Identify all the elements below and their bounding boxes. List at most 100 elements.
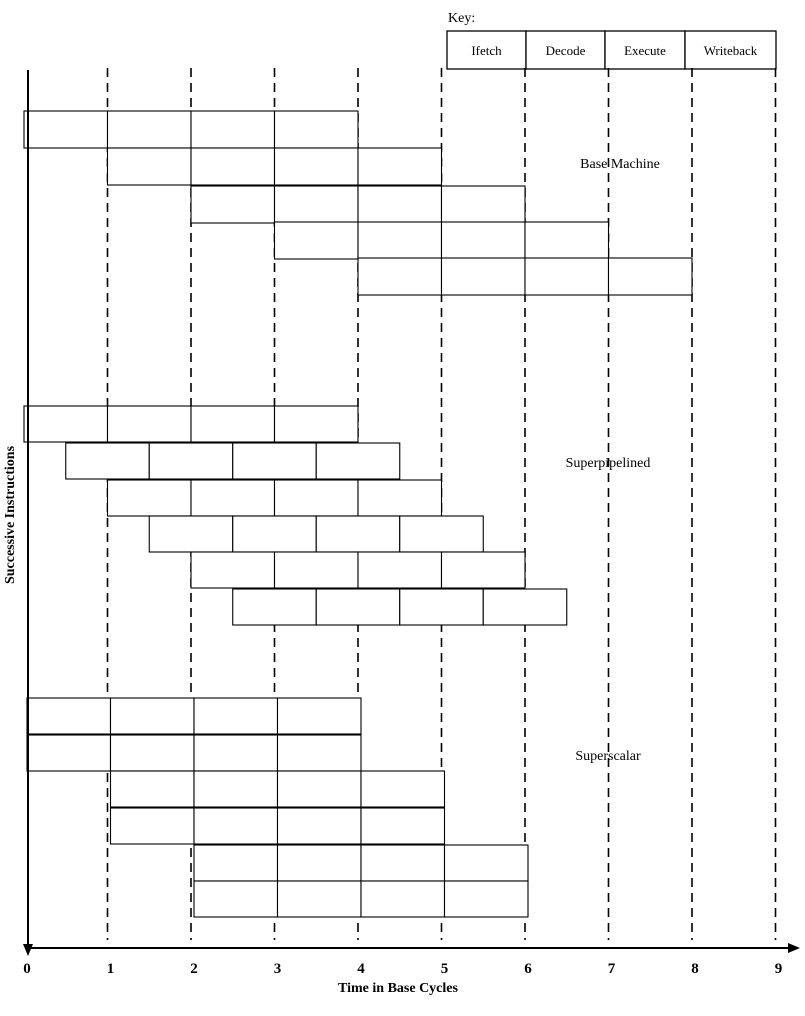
- stage-box: [315, 588, 401, 626]
- x-axis-arrowhead: [788, 943, 800, 953]
- stage-box: [524, 221, 610, 260]
- key-stage-box: [525, 30, 606, 70]
- x-axis-title: Time in Base Cycles: [338, 981, 458, 996]
- stage-box: [276, 734, 362, 772]
- stage-box: [276, 770, 362, 808]
- stage-box: [443, 880, 529, 918]
- instruction-bars: [23, 110, 693, 918]
- stage-box: [273, 185, 359, 224]
- stage-box: [273, 147, 359, 186]
- stage-box: [148, 515, 234, 553]
- stage-box: [273, 221, 359, 260]
- stage-box: [440, 551, 526, 589]
- key-stage-label: Decode: [546, 43, 586, 58]
- key-stage-label: Execute: [624, 43, 666, 58]
- stage-box: [190, 551, 276, 589]
- stage-box: [26, 697, 112, 735]
- stage-box: [193, 807, 279, 845]
- stage-box: [232, 515, 317, 553]
- x-tick-label: 2: [190, 961, 198, 977]
- stage-box: [232, 588, 317, 626]
- x-tick-label: 3: [274, 961, 282, 977]
- stage-box: [273, 479, 359, 517]
- stage-box: [607, 257, 693, 296]
- stage-box: [440, 221, 526, 260]
- stage-box: [190, 110, 276, 149]
- stage-box: [106, 479, 192, 517]
- stage-box: [273, 405, 359, 443]
- group-label: Base Machine: [580, 157, 660, 172]
- stage-box: [399, 515, 484, 553]
- key-stage-box: [604, 30, 686, 70]
- key-stage-box: [684, 30, 777, 70]
- stage-box: [65, 442, 150, 480]
- stage-box: [276, 807, 362, 845]
- stage-box: [315, 515, 401, 553]
- stage-box: [276, 844, 362, 882]
- x-tick-label: 5: [441, 961, 449, 977]
- stage-box: [193, 697, 279, 735]
- x-tick-label: 7: [608, 961, 616, 977]
- stage-box: [232, 442, 317, 480]
- stage-box: [109, 807, 195, 845]
- stage-box: [109, 734, 195, 772]
- stage-box: [190, 147, 276, 186]
- stage-box: [193, 770, 279, 808]
- axes: [23, 70, 800, 956]
- group-label: Superpipelined: [566, 456, 651, 471]
- stage-box: [360, 807, 446, 845]
- stage-box: [26, 734, 112, 772]
- x-tick-label: 1: [107, 961, 115, 977]
- stage-box: [106, 147, 192, 186]
- key-stage-box: [446, 30, 527, 70]
- stage-box: [109, 770, 195, 808]
- stage-box: [360, 844, 446, 882]
- stage-box: [190, 479, 276, 517]
- stage-box: [440, 257, 526, 296]
- stage-box: [357, 147, 443, 186]
- stage-box: [443, 844, 529, 882]
- x-tick-label: 6: [524, 961, 532, 977]
- y-axis-arrowhead: [23, 944, 33, 956]
- stage-box: [360, 880, 446, 918]
- stage-box: [276, 880, 362, 918]
- stage-box: [524, 257, 610, 296]
- stage-box: [193, 880, 279, 918]
- stage-box: [23, 405, 109, 443]
- stage-box: [357, 221, 443, 260]
- stage-box: [273, 110, 359, 149]
- key-stage-label: Ifetch: [471, 43, 502, 58]
- stage-box: [357, 185, 443, 224]
- stage-box: [193, 734, 279, 772]
- stage-box: [106, 110, 192, 149]
- stage-box: [357, 479, 443, 517]
- stage-box: [193, 844, 279, 882]
- stage-box: [482, 588, 568, 626]
- x-tick-label: 0: [23, 961, 31, 977]
- stage-box: [399, 588, 484, 626]
- stage-box: [109, 697, 195, 735]
- stage-box: [273, 551, 359, 589]
- x-tick-label: 8: [691, 961, 699, 977]
- stage-box: [148, 442, 234, 480]
- key-title: Key:: [448, 11, 475, 26]
- stage-box: [106, 405, 192, 443]
- stage-box: [440, 185, 526, 224]
- x-tick-label: 9: [775, 961, 783, 977]
- stage-box: [190, 405, 276, 443]
- stage-box: [315, 442, 401, 480]
- stage-box: [190, 185, 276, 224]
- stage-box: [23, 110, 109, 149]
- stage-box: [276, 697, 362, 735]
- key-legend: Key: Ifetch Decode Execute Writeback: [446, 11, 777, 70]
- stage-box: [357, 551, 443, 589]
- y-axis-title: Successive Instructions: [3, 445, 18, 584]
- stage-box: [357, 257, 443, 296]
- x-axis-ticks: 0 1 2 3 4 5 6 7 8 9: [23, 961, 782, 977]
- stage-box: [360, 770, 446, 808]
- key-stage-label: Writeback: [704, 43, 758, 58]
- group-label: Superscalar: [575, 749, 641, 764]
- x-tick-label: 4: [357, 961, 365, 977]
